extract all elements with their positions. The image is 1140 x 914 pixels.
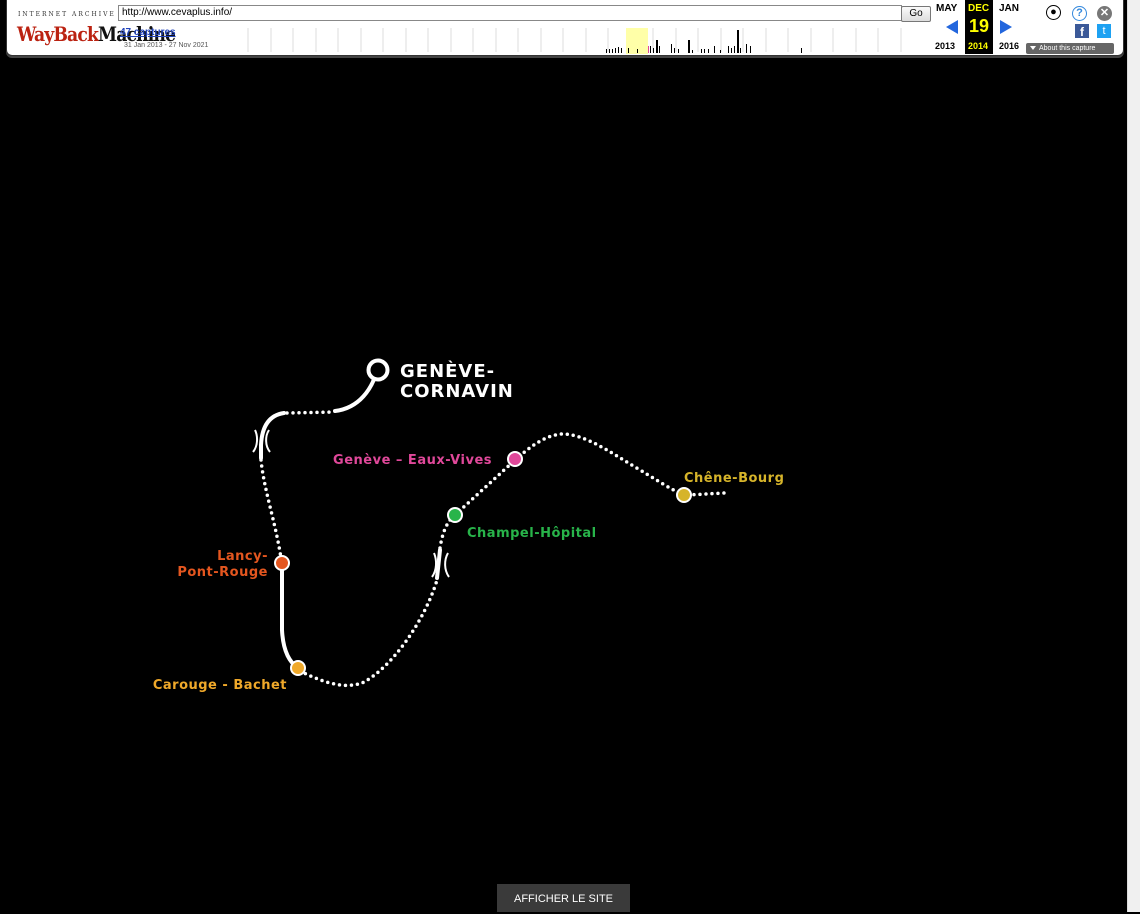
- logo-internet-archive: INTERNET ARCHIVE: [18, 11, 116, 18]
- next-month-label[interactable]: JAN: [999, 3, 1020, 14]
- track-solid-tunnel2: [435, 548, 442, 580]
- station-carouge-marker[interactable]: [290, 660, 306, 676]
- wayback-logo[interactable]: INTERNET ARCHIVE WayBackMachine: [12, 6, 176, 46]
- show-site-button[interactable]: AFFICHER LE SITE: [497, 884, 630, 912]
- track-dotted-7: [686, 491, 726, 497]
- next-year-label[interactable]: 2016: [999, 41, 1020, 51]
- track-dotted-2: [259, 458, 283, 560]
- captures-sparkline[interactable]: [226, 24, 926, 54]
- station-eaux-vives-marker[interactable]: [507, 451, 523, 467]
- track-solid-curve: [259, 411, 286, 460]
- about-capture-button[interactable]: About this capture: [1026, 43, 1114, 54]
- track-dotted-6: [513, 432, 686, 497]
- captures-link[interactable]: 47 captures: [120, 27, 176, 38]
- close-icon[interactable]: ✕: [1097, 6, 1112, 21]
- twitter-icon[interactable]: t: [1097, 24, 1111, 38]
- facebook-icon[interactable]: f: [1075, 24, 1089, 39]
- terminus-label-line2: CORNAVIN: [400, 381, 514, 402]
- next-capture-arrow-icon[interactable]: [1000, 20, 1012, 34]
- dropdown-triangle-icon: [1030, 46, 1036, 51]
- track-dotted-5: [453, 458, 517, 517]
- terminus-label-line1: GENÈVE-: [400, 360, 495, 382]
- prev-capture-arrow-icon[interactable]: [946, 20, 958, 34]
- station-lancy-label-line1[interactable]: Lancy-: [217, 549, 268, 564]
- help-icon[interactable]: ?: [1072, 6, 1087, 21]
- current-capture-highlight: [965, 0, 993, 54]
- station-chene-bourg-marker[interactable]: [676, 487, 692, 503]
- station-champel-label[interactable]: Champel-Hôpital: [467, 526, 597, 541]
- track-solid-lancy: [280, 558, 300, 670]
- station-eaux-vives-label[interactable]: Genève – Eaux-Vives: [333, 453, 492, 468]
- station-carouge-label[interactable]: Carouge - Bachet: [153, 678, 287, 693]
- user-icon[interactable]: ●: [1046, 5, 1061, 20]
- prev-year-label[interactable]: 2013: [935, 41, 956, 51]
- captures-date-range: 31 Jan 2013 - 27 Nov 2021: [124, 42, 209, 49]
- track-dotted-3: [298, 578, 439, 688]
- scrollbar[interactable]: [1127, 0, 1140, 912]
- station-chene-bourg-label[interactable]: Chêne-Bourg: [684, 471, 784, 486]
- logo-wayback-machine: WayBackMachine: [17, 22, 176, 46]
- station-champel-marker[interactable]: [447, 507, 463, 523]
- track-dotted-4: [438, 513, 457, 550]
- wayback-toolbar: INTERNET ARCHIVE WayBackMachine http://w…: [0, 0, 1126, 58]
- station-lancy-label-line2[interactable]: Pont-Rouge: [177, 565, 268, 580]
- track-dotted-1: [285, 410, 334, 415]
- station-lancy-marker[interactable]: [274, 555, 290, 571]
- prev-month-label[interactable]: MAY: [936, 3, 958, 14]
- current-year-label: 2014: [968, 41, 989, 51]
- tunnel-marker-1: [252, 429, 271, 453]
- go-button[interactable]: Go: [901, 6, 931, 22]
- current-day: 19: [968, 16, 990, 36]
- tunnel-marker-2: [431, 552, 450, 578]
- terminus-cornavin-marker[interactable]: [366, 358, 390, 382]
- current-month-label: DEC: [968, 3, 990, 14]
- url-input[interactable]: http://www.cevaplus.info/: [118, 5, 902, 21]
